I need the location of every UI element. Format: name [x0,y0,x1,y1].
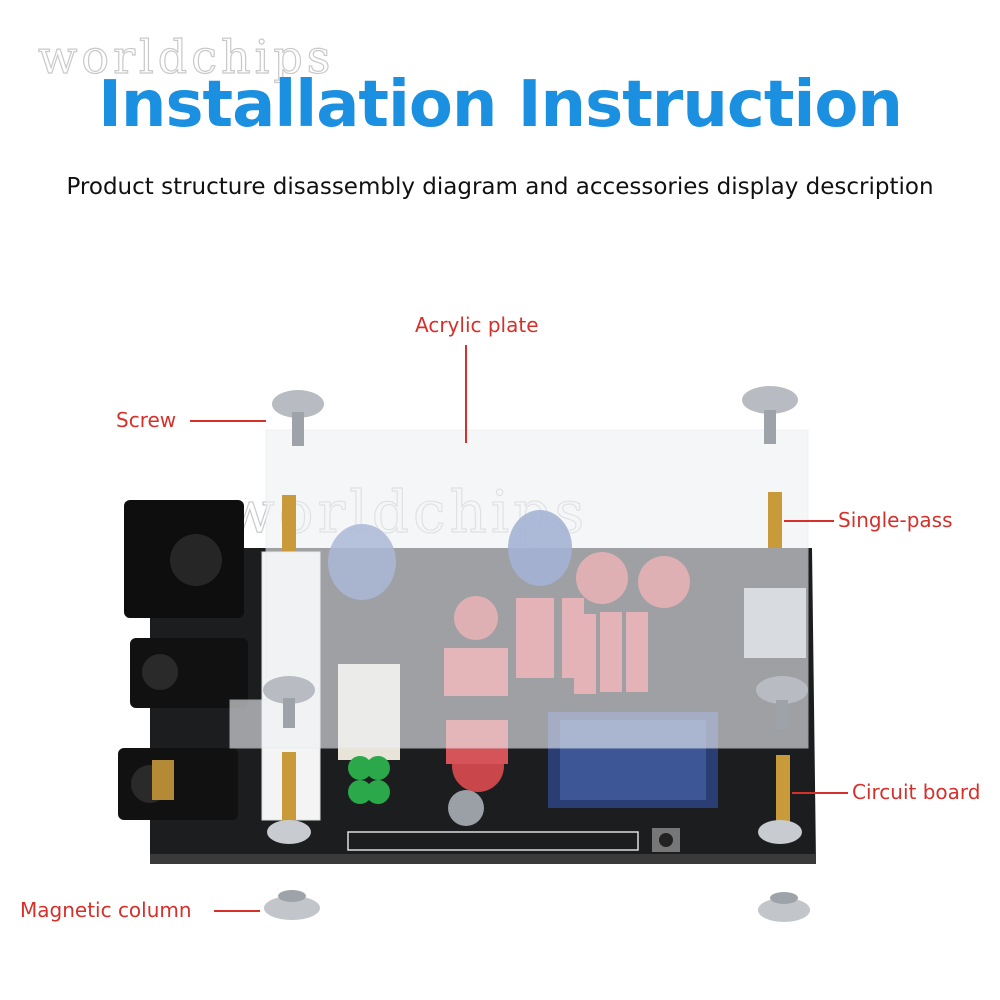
leader-single-pass [784,520,834,522]
page-title: Installation Instruction [98,68,903,142]
standoffs [267,492,802,844]
page-subtitle: Product structure disassembly diagram an… [66,174,934,200]
magnetic-columns [264,890,810,922]
pin-header [347,831,639,851]
screws [263,386,808,730]
label-circuit-board: Circuit board [852,780,981,804]
watermark-top: worldchips [37,29,335,84]
leader-magnetic-column [214,910,260,912]
label-single-pass: Single-pass [838,508,953,532]
label-screw: Screw [116,408,177,432]
leader-screw [190,420,266,422]
leader-acrylic-plate [465,345,467,443]
acrylic-plate [229,429,809,749]
leader-circuit-board [792,792,848,794]
green-led-1 [348,756,372,780]
label-magnetic-column: Magnetic column [20,898,192,922]
label-acrylic-plate: Acrylic plate [415,313,539,337]
